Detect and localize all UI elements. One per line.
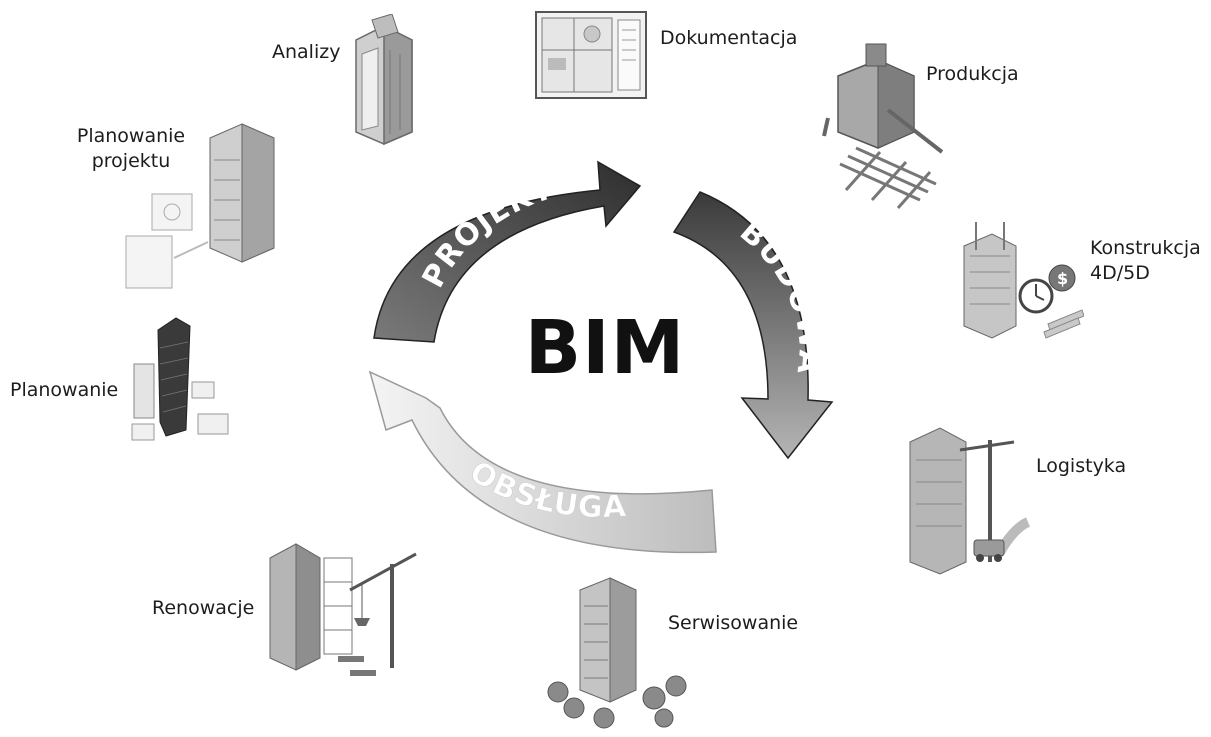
stage-label-analysis: Analizy	[272, 41, 341, 63]
stage-label-planning: Planowanie	[10, 379, 119, 401]
renovation-crane-icon	[266, 528, 422, 692]
stage-label-logistics: Logistyka	[1036, 455, 1127, 477]
stage-label-project-planning-line1: Planowanie	[76, 125, 186, 147]
floor-plan-icon	[534, 10, 648, 100]
stage-label-construction: Konstrukcja 4D/5D	[1090, 236, 1201, 286]
operate-label: OBSŁUGA	[463, 454, 627, 525]
crane-logistics-icon	[904, 412, 1034, 576]
svg-text:$: $	[1057, 269, 1068, 288]
design-label: PROJEKT	[416, 171, 558, 294]
factory-machine-icon	[818, 40, 948, 210]
building-trees-icon	[544, 572, 700, 734]
stage-label-project-planning: Planowanie projektu	[64, 124, 198, 174]
stage-label-project-planning-line2: projektu	[91, 150, 171, 172]
stage-label-construction-line1: Konstrukcja	[1090, 237, 1201, 259]
tower-planning-icon	[128, 312, 236, 444]
center-title: BIM	[524, 305, 686, 391]
stage-label-construction-line2: 4D/5D	[1090, 262, 1150, 284]
operate-arrow: OBSŁUGA	[368, 370, 717, 554]
stage-label-servicing: Serwisowanie	[668, 612, 799, 634]
project-plan-icon	[122, 118, 280, 294]
construction-cost-icon: $	[956, 222, 1084, 342]
building-analysis-icon	[342, 14, 422, 146]
stage-label-production: Produkcja	[926, 63, 1019, 85]
stage-label-renovation: Renowacje	[152, 597, 255, 619]
stage-label-documentation: Dokumentacja	[660, 27, 798, 49]
